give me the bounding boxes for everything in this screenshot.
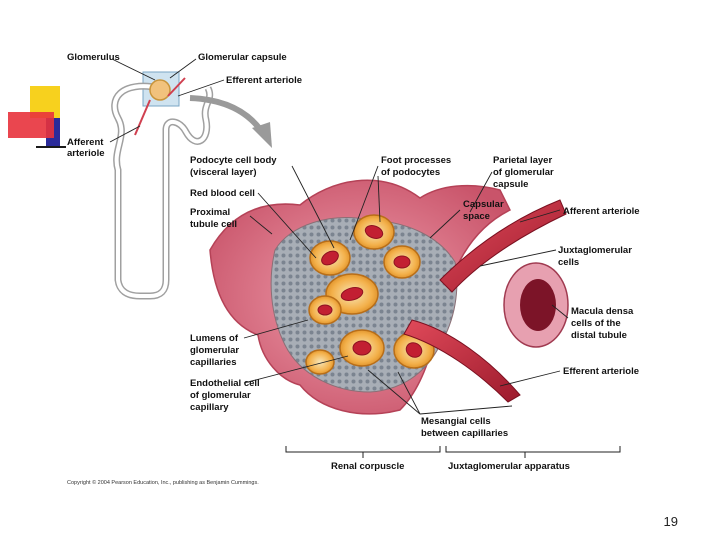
label-jg-apparatus: Juxtaglomerular apparatus: [448, 461, 570, 472]
label-capsular-1: Capsular: [463, 199, 504, 210]
label-renal-corpuscle: Renal corpuscle: [331, 461, 404, 472]
corpuscle-illustration: [209, 179, 569, 415]
label-podocyte-2: (visceral layer): [190, 167, 257, 178]
label-efferent-arteriole-right: Efferent arteriole: [563, 366, 639, 377]
label-rbc: Red blood cell: [190, 188, 255, 199]
label-efferent-arteriole-top: Efferent arteriole: [226, 75, 302, 86]
label-foot-1: Foot processes: [381, 155, 451, 166]
efferent-arteriole-vessel: [403, 319, 521, 403]
deco-line: [36, 146, 66, 148]
bottom-brackets: [285, 446, 621, 458]
afferent-arteriole-vessel: [439, 199, 567, 293]
zoom-arrow-head: [252, 122, 272, 148]
label-jg-2: cells: [558, 257, 579, 268]
label-mesangial-2: between capillaries: [421, 428, 508, 439]
deco-red-square: [8, 112, 54, 138]
label-glomerulus: Glomerulus: [67, 52, 120, 63]
copyright-notice: Copyright © 2004 Pearson Education, Inc.…: [67, 479, 259, 486]
label-parietal-3: capsule: [493, 179, 528, 190]
label-mesangial-1: Mesangial cells: [421, 416, 491, 427]
leader-lines: [109, 58, 569, 415]
label-endo-2: of glomerular: [190, 390, 251, 401]
label-foot-2: of podocytes: [381, 167, 440, 178]
label-jg-1: Juxtaglomerular: [558, 245, 632, 256]
label-proximal-2: tubule cell: [190, 219, 237, 230]
label-macula-3: distal tubule: [571, 330, 627, 341]
label-lumens-3: capillaries: [190, 357, 236, 368]
label-macula-2: cells of the: [571, 318, 621, 329]
label-proximal-1: Proximal: [190, 207, 230, 218]
label-endo-1: Endothelial cell: [190, 378, 260, 389]
label-macula-1: Macula densa: [571, 306, 634, 317]
label-podocyte-1: Podocyte cell body: [190, 155, 277, 166]
label-afferent-arteriole-right: Afferent arteriole: [563, 206, 640, 217]
label-capsular-2: space: [463, 211, 490, 222]
red-blood-cells: [317, 225, 423, 358]
zoom-arrow: [189, 95, 265, 134]
label-afferent-1: Afferent: [67, 137, 104, 148]
label-afferent-2: arteriole: [67, 148, 105, 159]
label-parietal-1: Parietal layer: [493, 155, 552, 166]
label-endo-3: capillary: [190, 402, 229, 413]
nephron-thumbnail: [111, 71, 214, 300]
label-parietal-2: of glomerular: [493, 167, 554, 178]
labels: Glomerulus Glomerular capsule Efferent a…: [67, 52, 640, 486]
label-lumens-2: glomerular: [190, 345, 239, 356]
distal-tubule: [503, 262, 569, 348]
page-number: 19: [663, 514, 678, 529]
label-glomerular-capsule: Glomerular capsule: [198, 52, 287, 63]
label-lumens-1: Lumens of: [190, 333, 239, 344]
